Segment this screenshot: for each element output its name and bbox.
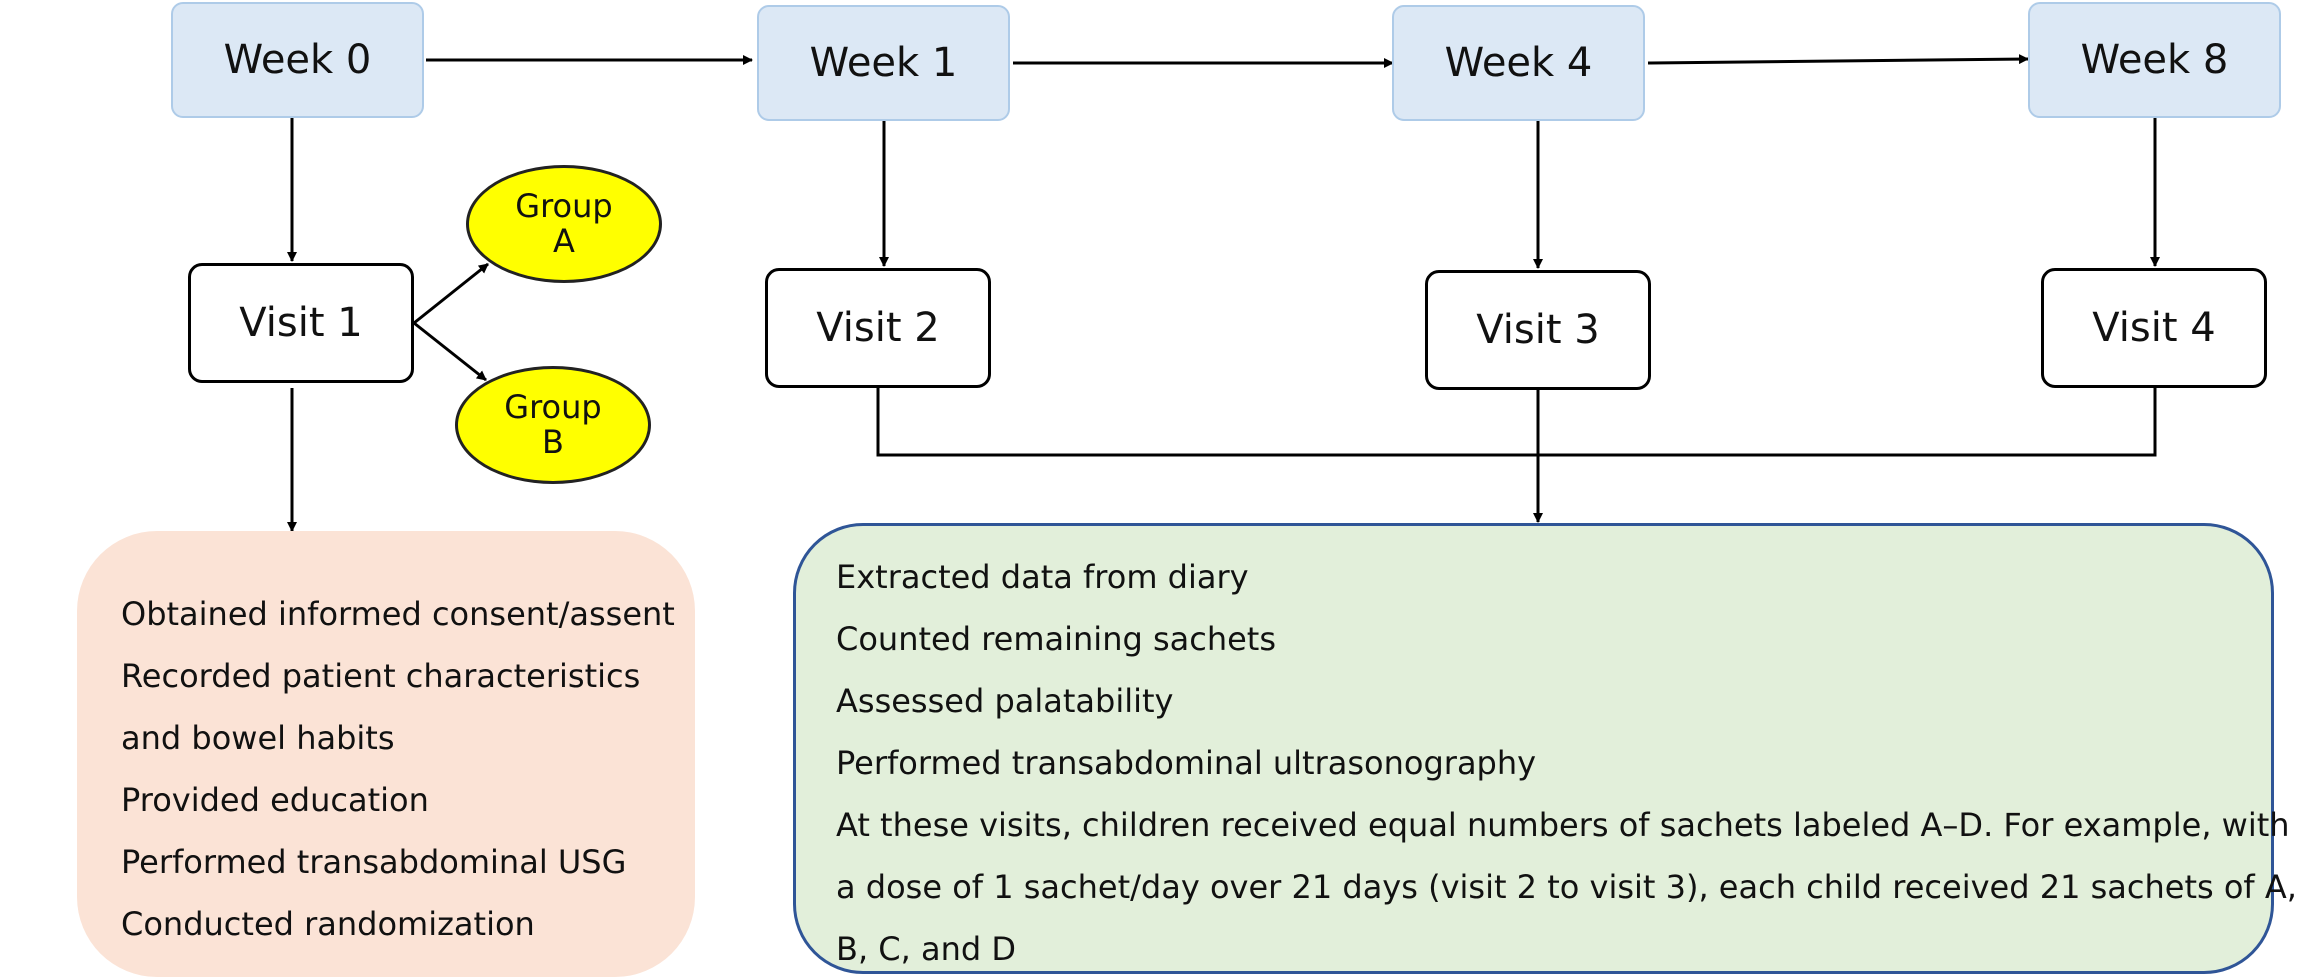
followup-note-line: B, C, and D [836, 930, 1016, 968]
visit-1-box: Visit 1 [188, 263, 414, 383]
arrow-week4-week8 [1647, 54, 2029, 65]
group-b-line2: B [542, 423, 564, 461]
followup-task: Counted remaining sachets [836, 620, 1277, 658]
visit1-tasks-panel: Obtained informed consent/assent Recorde… [77, 531, 695, 977]
followup-note-line: a dose of 1 sachet/day over 21 days (vis… [836, 868, 2297, 906]
visit1-task: and bowel habits [121, 719, 395, 757]
visit-3-label: Visit 3 [1476, 307, 1600, 353]
visit-1-label: Visit 1 [239, 300, 363, 346]
visit1-task: Conducted randomization [121, 905, 535, 943]
visit-2-label: Visit 2 [816, 305, 940, 351]
followup-note-line: At these visits, children received equal… [836, 806, 2290, 844]
visit-3-box: Visit 3 [1425, 270, 1651, 390]
week-8-label: Week 8 [2080, 37, 2229, 83]
week-8-box: Week 8 [2028, 2, 2281, 118]
week-0-box: Week 0 [171, 2, 424, 118]
visit-4-box: Visit 4 [2041, 268, 2267, 388]
week-4-box: Week 4 [1392, 5, 1645, 121]
group-a-line2: A [553, 222, 575, 260]
week-0-label: Week 0 [223, 37, 372, 83]
visit-4-label: Visit 4 [2092, 305, 2216, 351]
group-a-ellipse: Group A [466, 165, 662, 283]
week-4-label: Week 4 [1444, 40, 1593, 86]
followup-task: Performed transabdominal ultrasonography [836, 744, 1537, 782]
visit1-task: Provided education [121, 781, 429, 819]
week-1-box: Week 1 [757, 5, 1010, 121]
followup-tasks-panel: Extracted data from diary Counted remain… [793, 523, 2297, 974]
followup-task: Assessed palatability [836, 682, 1174, 720]
group-b-ellipse: Group B [455, 366, 651, 484]
week-1-label: Week 1 [809, 40, 958, 86]
bracket-visits-panel [876, 388, 2157, 457]
visit1-task: Performed transabdominal USG [121, 843, 627, 881]
visit-2-box: Visit 2 [765, 268, 991, 388]
visit1-task: Recorded patient characteristics [121, 657, 641, 695]
group-b-line1: Group [504, 387, 602, 426]
visit1-task: Obtained informed consent/assent [121, 595, 675, 633]
followup-task: Extracted data from diary [836, 558, 1249, 596]
arrow-visit1-groupA [413, 262, 489, 325]
arrow-visit1-groupB [413, 321, 487, 382]
group-a-line1: Group [515, 186, 613, 225]
